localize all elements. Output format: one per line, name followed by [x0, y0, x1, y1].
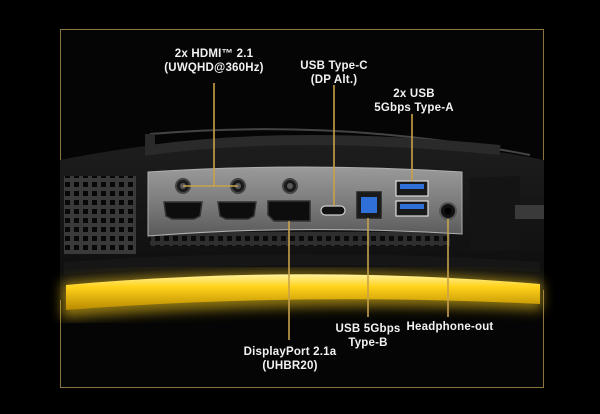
headphone-label: Headphone-out — [407, 320, 494, 334]
vent-grille-lower — [150, 232, 450, 246]
usb-b-label-line2: Type-B — [348, 337, 388, 349]
usb-c-label-line2: (DP Alt.) — [310, 74, 358, 86]
usb-c-label-line1: USB Type-C — [300, 60, 368, 72]
led-light-bar — [66, 274, 540, 310]
vent-grille — [64, 176, 136, 254]
displayport-label-line2: (UHBR20) — [262, 360, 318, 372]
headphone-label-line1: Headphone-out — [406, 321, 494, 333]
hdmi-port-1 — [163, 201, 203, 220]
usb-b-label-line1: USB 5Gbps — [335, 323, 401, 335]
usb-c-label: USB Type-C (DP Alt.) — [300, 59, 368, 87]
hdmi-port-2 — [217, 201, 257, 220]
displayport-port — [267, 200, 311, 222]
usb-a-label: 2x USB 5Gbps Type-A — [374, 87, 454, 115]
displayport-label-line1: DisplayPort 2.1a — [243, 346, 337, 358]
hdmi-label: 2x HDMI™ 2.1 (UWQHD@360Hz) — [164, 47, 263, 75]
hdmi-label-line1: 2x HDMI™ 2.1 — [174, 48, 254, 60]
hdmi-label-line2: (UWQHD@360Hz) — [164, 62, 264, 74]
displayport-label: DisplayPort 2.1a (UHBR20) — [244, 345, 337, 373]
usb-b-label: USB 5Gbps Type-B — [335, 322, 400, 350]
callout-lines — [183, 83, 449, 340]
usb-a-label-line1: 2x USB — [393, 88, 435, 100]
usb-c-port — [320, 205, 346, 216]
usb-a-label-line2: 5Gbps Type-A — [374, 102, 454, 114]
